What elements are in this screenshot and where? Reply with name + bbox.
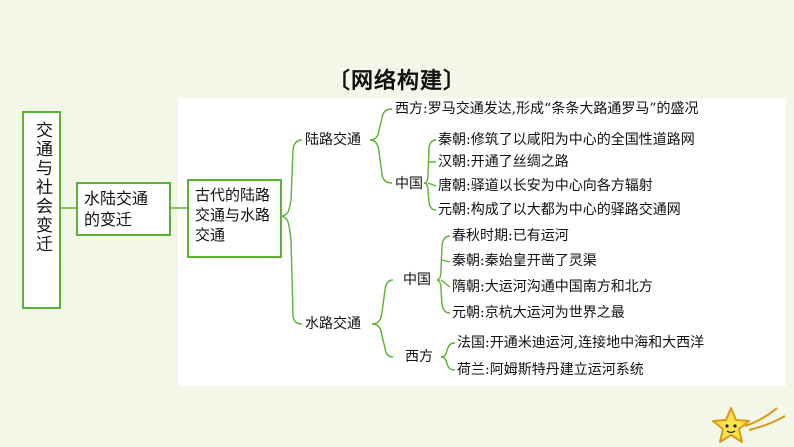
level2-node: 古代的陆路交通与水路交通 [187, 179, 282, 258]
connector [371, 279, 394, 325]
connector [279, 139, 303, 217]
connector [440, 342, 456, 358]
connector [369, 108, 393, 141]
land-transport-label: 陆路交通 [305, 132, 361, 148]
connector [427, 182, 437, 187]
water-west-item: 法国:开通米迪运河,连接地中海和大西洋 [457, 335, 705, 351]
connector [371, 323, 394, 358]
connector [279, 215, 303, 325]
connector [440, 279, 451, 288]
section-title: 〔网络构建〕 [327, 69, 466, 94]
water-china-label: 中国 [403, 272, 431, 288]
connector [436, 279, 451, 314]
connector [436, 235, 451, 281]
water-china-item: 隋朝:大运河沟通中国南方和北方 [452, 279, 653, 295]
water-china-item: 春秋时期:已有运河 [452, 228, 569, 244]
water-china-item: 秦朝:秦始皇开凿了灵渠 [452, 253, 597, 269]
root-node: 交通与社会变迁 [22, 111, 61, 309]
connector [423, 182, 437, 211]
connector [369, 139, 393, 184]
star-icon [712, 407, 786, 443]
connector [441, 259, 451, 263]
water-west-item: 荷兰:阿姆斯特丹建立运河系统 [457, 362, 644, 378]
water-west-label: 西方 [405, 349, 433, 365]
land-china-item: 秦朝:修筑了以咸阳为中心的全国性道路网 [438, 132, 695, 148]
water-china-item: 元朝:京杭大运河为世界之最 [452, 305, 625, 321]
root-label: 交通与社会变迁 [32, 121, 52, 254]
level1-node: 水陆交通的变迁 [76, 182, 171, 236]
land-china-item: 汉朝:开通了丝绸之路 [438, 154, 569, 170]
land-china-item: 元朝:构成了以大都为中心的驿路交通网 [438, 202, 681, 218]
level2-label: 古代的陆路交通与水路交通 [195, 186, 271, 244]
water-transport-label: 水路交通 [305, 316, 361, 332]
land-china-item: 唐朝:驿道以长安为中心向各方辐射 [438, 178, 653, 194]
land-china-label: 中国 [395, 176, 423, 192]
connector [440, 356, 456, 371]
land-west-text: 西方:罗马交通发达,形成“条条大路通罗马”的盛况 [395, 101, 699, 117]
level1-label: 水陆交通的变迁 [84, 189, 149, 229]
connector [423, 139, 437, 184]
